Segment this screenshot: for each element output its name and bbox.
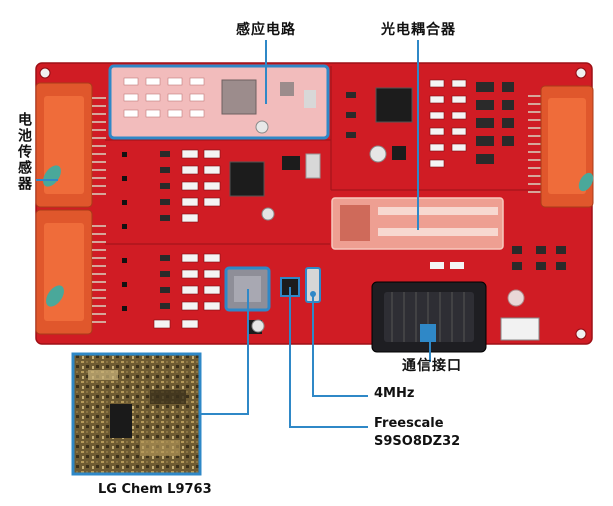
mcu-label: Freescale S9SO8DZ32 bbox=[374, 415, 460, 451]
lower-right-section bbox=[430, 246, 566, 341]
mcu-vendor-label: Freescale bbox=[374, 416, 444, 431]
battery-sensor-label: 电池传感器 bbox=[16, 112, 32, 192]
crystal-label: 4MHz bbox=[374, 386, 415, 401]
sensor-chip-label: LG Chem L9763 bbox=[98, 482, 212, 497]
comm-interface-connector bbox=[371, 281, 487, 353]
callout-mcu bbox=[289, 287, 368, 428]
optocoupler-section bbox=[346, 79, 514, 168]
right-connector bbox=[528, 85, 594, 208]
comm-interface-label: 通信接口 bbox=[402, 358, 462, 374]
callout-crystal bbox=[312, 294, 368, 397]
sensor-chip-die-photo bbox=[71, 352, 202, 476]
battery-sensor-connector-top bbox=[35, 82, 106, 208]
callout-sensor-chip bbox=[200, 289, 249, 415]
cell-measurement-section bbox=[122, 149, 321, 229]
crystal-oscillator bbox=[305, 267, 321, 303]
mcu-part-label: S9SO8DZ32 bbox=[374, 434, 461, 449]
battery-sensor-connector-bottom bbox=[35, 209, 106, 335]
optocoupler-label: 光电耦合器 bbox=[381, 22, 456, 38]
sensing-circuit-label: 感应电路 bbox=[236, 22, 296, 38]
sensing-circuit-area bbox=[108, 64, 330, 140]
callout-lines bbox=[36, 40, 431, 428]
